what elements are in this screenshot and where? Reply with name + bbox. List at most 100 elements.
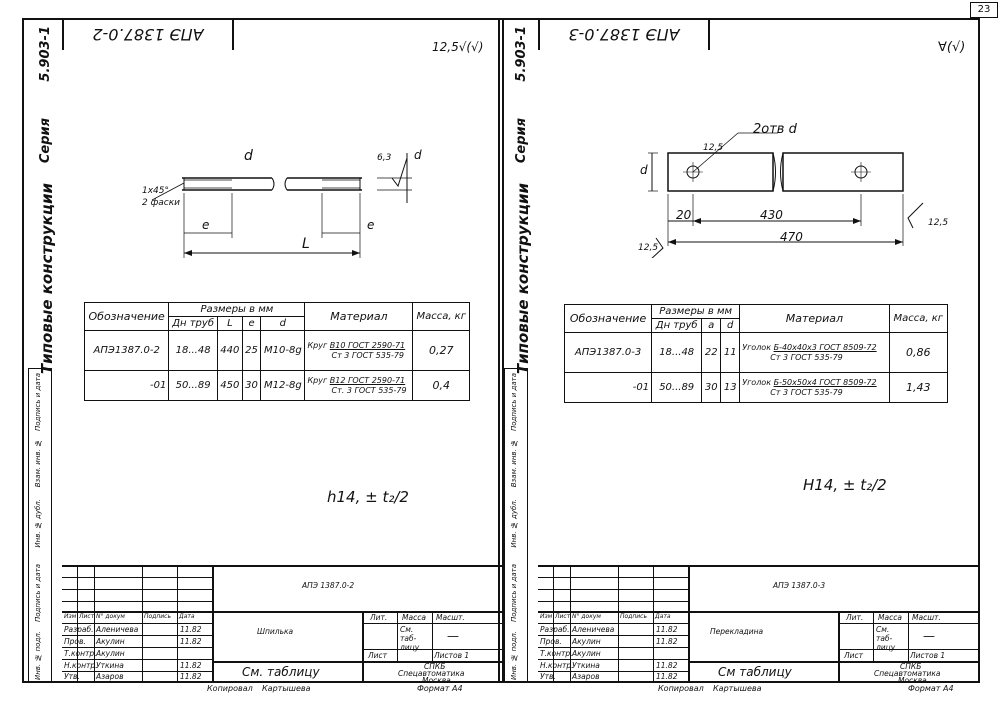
dim-430: 430 [760, 208, 783, 222]
head-date: Дата [179, 613, 195, 620]
cell-mass: 0,86 [888, 332, 949, 373]
role: Т.контр. [540, 649, 573, 658]
cell-designation: АПЭ1387.0-3 [563, 332, 653, 373]
series-value: 5.903-1 [38, 26, 53, 82]
role-name: Акулин [96, 637, 125, 646]
sheets-label: Листов 1 [434, 651, 470, 660]
tolerance-note: h14, ± t₂/2 [327, 488, 409, 506]
side-field: Инв. № подл. [34, 631, 42, 681]
copier-name: Картышева [262, 684, 311, 693]
head-doc: N° докум [96, 613, 125, 620]
format-label: Формат А4 [908, 684, 954, 693]
cell-d: М10-8g [260, 330, 306, 371]
dim-d: d [640, 163, 648, 177]
cell-dn: 50...89 [651, 372, 703, 403]
role-date: 11.82 [180, 625, 202, 634]
scale-label: Масшт. [436, 613, 465, 622]
col-e: e [241, 316, 262, 331]
head-izm: Изм [540, 613, 553, 620]
col-d: d [720, 318, 741, 333]
head-doc: N° докум [572, 613, 601, 620]
cell-mass: 1,43 [888, 372, 949, 403]
part-name: Шпилька [257, 627, 294, 636]
side-fields-strip: Подпись и дата Взам. инв. № Инв. № дубл.… [504, 368, 528, 683]
side-field: Подпись и дата [510, 564, 518, 622]
mass-value: См. таб- лицу [400, 625, 420, 652]
org-3: Москва [422, 676, 451, 685]
cell-a: 30 [701, 372, 722, 403]
role: Разраб. [64, 625, 94, 634]
side-fields-strip: Подпись и дата Взам. инв. № Инв. № дубл.… [28, 368, 52, 683]
roughness-general: ∀(√) [938, 40, 966, 55]
copied-label: Копировал [207, 684, 253, 693]
role: Пров. [540, 637, 562, 646]
table-row: -01 50...89 450 30 М12-8g Круг В12 ГОСТ … [83, 370, 470, 401]
top-code-stamp: АПЭ 1387.0-2 [62, 18, 234, 50]
part-name: Перекладина [710, 627, 764, 636]
cell-L: 440 [216, 330, 243, 371]
col-L: L [216, 316, 243, 331]
col-material: Материал [304, 302, 414, 331]
page-number: 23 [970, 2, 998, 18]
side-field: Взам. инв. № [34, 439, 42, 488]
role-date: 11.82 [180, 672, 202, 681]
drawing-sheet-left: 5.903-1 Серия Типовые конструкции Подпис… [22, 18, 504, 693]
col-dims-header: Размеры в мм [651, 304, 741, 319]
lit-label: Лит. [846, 613, 864, 622]
col-dn: Дн труб [168, 316, 218, 331]
table-row: -01 50...89 30 13 Уголок Б-50x50x4 ГОСТ … [563, 372, 949, 403]
diameter-label: d [244, 148, 253, 164]
role: Разраб. [540, 625, 570, 634]
org-3: Москва [898, 676, 927, 685]
sheet-label: Лист [368, 651, 388, 660]
role-name: Аленичева [572, 625, 615, 634]
dim-470: 470 [780, 230, 803, 244]
col-dims-header: Размеры в мм [168, 302, 306, 317]
title-block: АПЭ 1387.0-3 Перекладина См таблицу Изм … [538, 565, 980, 685]
mass-label: Масса [878, 613, 902, 622]
sheets-label: Листов 1 [910, 651, 946, 660]
col-designation: Обозначение [563, 304, 653, 333]
col-designation: Обозначение [83, 302, 170, 331]
org-2: Спецавтоматика [874, 669, 941, 678]
side-field: Подпись и дата [34, 373, 42, 431]
title-block: АПЭ 1387.0-2 Шпилька См. таблицу Изм Лис… [62, 565, 504, 685]
material-ref: См. таблицу [242, 665, 320, 679]
head-date: Дата [655, 613, 671, 620]
dim-e-left: e [202, 218, 210, 232]
role-name: Азаров [572, 672, 600, 681]
table-row: АПЭ1387.0-2 18...48 440 25 М10-8g Круг В… [83, 330, 470, 371]
cell-designation: -01 [83, 370, 170, 401]
org-2: Спецавтоматика [398, 669, 465, 678]
role-date: 11.82 [180, 661, 202, 670]
series-label: Серия [38, 118, 53, 164]
dim-20: 20 [676, 208, 692, 222]
head-izm: Изм [64, 613, 77, 620]
cell-d: 13 [720, 372, 741, 403]
tolerance-note: Н14, ± t₂/2 [803, 476, 887, 494]
role-name: Аленичева [96, 625, 139, 634]
role-date: 11.82 [180, 637, 202, 646]
role: Н.контр. [64, 661, 98, 670]
sheet-frame [22, 18, 504, 683]
dim-e-right: e [367, 218, 375, 232]
mass-value: См. таб- лицу [876, 625, 896, 652]
crossbar-drawing [648, 132, 924, 258]
cell-mass: 0,27 [412, 330, 470, 371]
side-title: Типовые конструкции [38, 183, 56, 375]
cell-dn: 18...48 [651, 332, 703, 373]
mass-label: Масса [402, 613, 426, 622]
cell-designation: -01 [563, 372, 653, 403]
chamfer-note: 2 фаски [142, 198, 181, 208]
roughness-hole: 12,5 [703, 143, 724, 153]
col-d: d [260, 316, 306, 331]
series-label: Серия [514, 118, 529, 164]
spec-table: Обозначение Размеры в мм Материал Масса,… [563, 304, 949, 403]
role-name: Уткина [572, 661, 600, 670]
copied-label: Копировал [658, 684, 704, 693]
role-name: Уткина [96, 661, 124, 670]
head-sign: Подпись [620, 613, 647, 620]
top-code-stamp: АПЭ 1387.0-3 [538, 18, 710, 50]
